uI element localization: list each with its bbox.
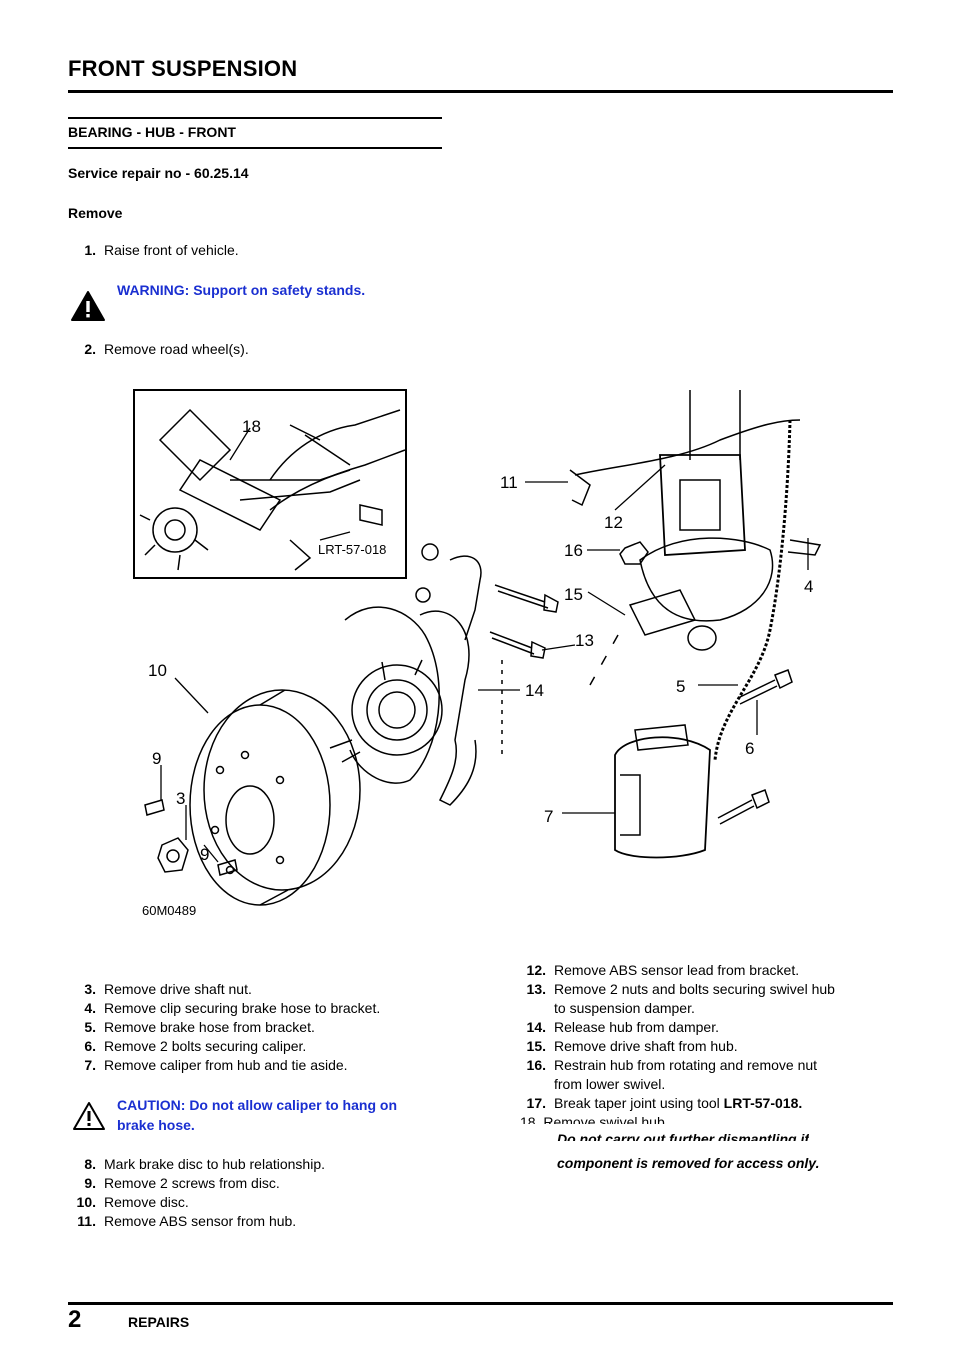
step-text: Break taper joint using tool LRT-57-018.: [554, 1094, 802, 1112]
callout-13: 13: [575, 631, 594, 650]
remove-heading: Remove: [68, 205, 123, 221]
step-text: Remove 2 bolts securing caliper.: [104, 1038, 307, 1054]
page-title: FRONT SUSPENSION: [68, 56, 298, 81]
step-text: Remove road wheel(s).: [104, 341, 249, 357]
figure-id: 60M0489: [142, 903, 196, 918]
step-text: Raise front of vehicle.: [104, 242, 239, 258]
callout-7: 7: [544, 807, 553, 826]
footer-label: REPAIRS: [128, 1314, 190, 1330]
step-number: 17.: [526, 1095, 546, 1111]
step-number: 5.: [84, 1019, 96, 1035]
step-number: 3.: [84, 981, 96, 997]
callout-4: 4: [804, 577, 813, 596]
step-number: 14.: [526, 1019, 546, 1035]
step-text: Remove clip securing brake hose to brack…: [104, 1000, 381, 1016]
step-number: 16.: [526, 1057, 546, 1073]
caution-line-1: CAUTION: Do not allow caliper to hang on: [117, 1097, 397, 1113]
step-number: 1.: [84, 242, 96, 258]
step-text: Remove 2 nuts and bolts securing swivel …: [554, 981, 835, 997]
warning-text: WARNING: Support on safety stands.: [117, 282, 366, 298]
callout-10: 10: [148, 661, 167, 680]
callout-14: 14: [525, 681, 544, 700]
service-repair-number: Service repair no - 60.25.14: [68, 165, 249, 181]
step-text: Remove ABS sensor lead from bracket.: [554, 962, 800, 978]
footer-rule: [68, 1302, 893, 1305]
callout-3: 3: [176, 789, 185, 808]
header-rule: [68, 90, 893, 93]
step-number: 6.: [84, 1038, 96, 1054]
step-number: 12.: [526, 962, 546, 978]
caution-line-2: brake hose.: [117, 1117, 195, 1133]
inset-tool-label: LRT-57-018: [318, 542, 386, 557]
section-title: BEARING - HUB - FRONT: [68, 124, 236, 140]
step-number: 2.: [84, 341, 96, 357]
step-text: Remove ABS sensor from hub.: [104, 1213, 297, 1229]
step-number: 15.: [526, 1038, 546, 1054]
warning-icon: [70, 290, 106, 322]
caution-icon: [72, 1100, 106, 1132]
step-number: 11.: [77, 1213, 96, 1229]
step-18-cut: 18. Remove swivel hub.: [520, 1114, 669, 1124]
step-number: 10.: [76, 1194, 96, 1210]
callout-11: 11: [500, 473, 518, 492]
step-text: Restrain hub from rotating and remove nu…: [554, 1057, 818, 1073]
step-text: Remove 2 screws from disc.: [104, 1175, 280, 1191]
callout-12: 12: [604, 513, 623, 532]
callout-16: 16: [564, 541, 583, 560]
step-text-continued: from lower swivel.: [554, 1076, 666, 1092]
step-number: 9.: [84, 1175, 96, 1191]
step-text: Release hub from damper.: [554, 1019, 719, 1035]
page-number: 2: [68, 1306, 82, 1333]
callout-9-top: 9: [152, 749, 161, 768]
step-number: 7.: [84, 1057, 96, 1073]
step-text: Remove disc.: [104, 1194, 189, 1210]
step-text: Remove drive shaft nut.: [104, 981, 252, 997]
step-text: Mark brake disc to hub relationship.: [104, 1156, 325, 1172]
step-text: Remove brake hose from bracket.: [104, 1019, 315, 1035]
callout-5: 5: [676, 677, 685, 696]
step-number: 4.: [84, 1000, 96, 1016]
exploded-diagram: 18 11 12 16 4 15 13 10 14 5 9 6 3 9 7 LR…: [133, 389, 822, 918]
note-line-1-cut: Do not carry out further dismantling if: [557, 1131, 810, 1141]
step-text-continued: to suspension damper.: [554, 1000, 695, 1016]
section-bottom-rule: [68, 147, 442, 149]
section-top-rule: [68, 117, 442, 119]
step-text-main: Break taper joint using tool: [554, 1095, 724, 1111]
step-number: 8.: [84, 1156, 96, 1172]
callout-15: 15: [564, 585, 583, 604]
tool-number: LRT-57-018.: [723, 1095, 803, 1111]
step-number: 13.: [526, 981, 546, 997]
step-text: Remove caliper from hub and tie aside.: [104, 1057, 348, 1073]
note-text: component is removed for access only.: [557, 1155, 820, 1171]
callout-18: 18: [242, 417, 261, 436]
callout-9-bottom: 9: [200, 845, 209, 864]
callout-6: 6: [745, 739, 754, 758]
step-text: Remove drive shaft from hub.: [554, 1038, 738, 1054]
caution-text: CAUTION: Do not allow caliper to hang on…: [117, 1095, 397, 1135]
